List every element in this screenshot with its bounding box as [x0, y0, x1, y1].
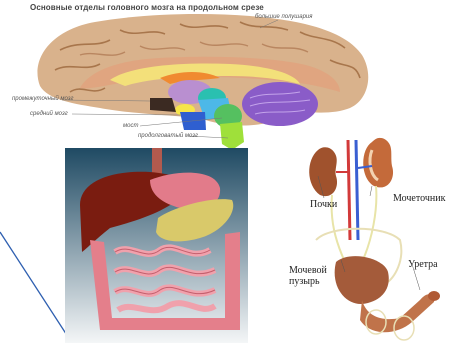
label-bladder-line1: Мочевой [289, 265, 327, 276]
label-bladder: Мочевой пузырь [289, 265, 327, 287]
label-kidneys: Почки [310, 199, 337, 210]
label-bladder-line2: пузырь [289, 276, 320, 287]
label-urethra: Уретра [408, 259, 438, 270]
label-ureter: Мочеточник [393, 193, 445, 204]
